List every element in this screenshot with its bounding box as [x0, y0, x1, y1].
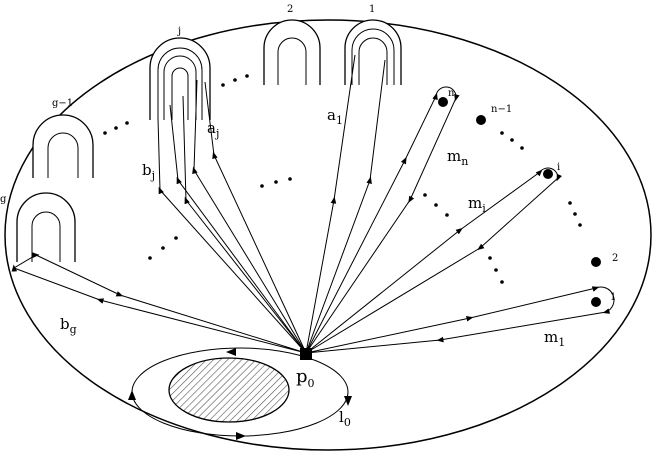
l-0-arrow-left [128, 390, 136, 400]
label-a-1: a1 [327, 106, 343, 127]
label-a-j: aj [207, 119, 219, 140]
curve-b-g [11, 252, 307, 354]
handle-label-g: g [0, 194, 7, 205]
puncture-label-2: 2 [612, 253, 618, 264]
boundary-hole [168, 357, 290, 423]
puncture-1 [591, 297, 601, 307]
l-0-arrow-top [226, 348, 236, 356]
curve-a-j-left [192, 79, 307, 354]
handle-g-minus-1 [32, 114, 94, 178]
puncture-i [543, 169, 553, 179]
label-l-0: l0 [339, 408, 351, 429]
label-b-g: bg [60, 315, 77, 336]
puncture-label-n: n [448, 88, 455, 99]
curve-a-1-left [305, 54, 356, 354]
curve-m-i [305, 167, 562, 354]
label-b-j: bj [142, 161, 155, 182]
handle-label-2: 2 [287, 4, 293, 15]
handle-label-j: j [177, 26, 181, 37]
puncture-n-minus-1 [476, 115, 486, 125]
handle-2 [263, 19, 321, 85]
surface-outline [4, 19, 652, 451]
ellipsis-dots [103, 74, 582, 284]
label-p-0: p0 [296, 366, 315, 390]
handle-g [16, 192, 76, 262]
curve-a-1-right [305, 59, 386, 354]
handle-label-g-minus-1: g−1 [52, 98, 73, 109]
handle-j [149, 37, 211, 120]
label-m-n: mn [447, 147, 468, 168]
l-0-arrow-bottom [236, 432, 246, 440]
puncture-label-n-minus-1: n−1 [491, 104, 512, 115]
curve-a-j-right [204, 81, 307, 354]
curve-m-n [305, 86, 460, 354]
l-0-arrow-right [344, 396, 352, 406]
basepoint-p0 [300, 348, 312, 360]
puncture-label-i: i [557, 162, 560, 173]
handle-1 [344, 19, 402, 85]
curve-b-j-right [169, 104, 307, 354]
handle-label-1: 1 [369, 4, 375, 15]
label-m-i: mi [468, 194, 486, 215]
puncture-n [438, 97, 448, 107]
label-m-1: m1 [544, 328, 565, 349]
curve-b-j-inner [182, 95, 307, 354]
curve-b-j-left [157, 117, 307, 354]
puncture-2 [591, 257, 601, 267]
curve-m-1 [305, 286, 615, 354]
puncture-label-1: 1 [610, 292, 616, 303]
